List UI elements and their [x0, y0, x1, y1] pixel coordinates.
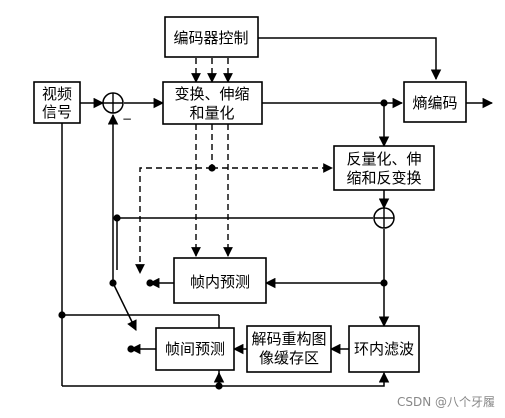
- inter-pred-label: 帧间预测: [165, 340, 225, 358]
- inverse-label-2: 缩和反变换: [346, 169, 421, 187]
- line-control-to-entropy: [258, 37, 442, 81]
- video-signal-label-1: 视频: [42, 85, 72, 103]
- entropy-label: 熵编码: [412, 94, 457, 112]
- encoder-control-box: [164, 16, 259, 58]
- inverse-label-1: 反量化、伸: [346, 150, 421, 168]
- junction-dot-intra-out: [146, 279, 154, 287]
- junction-dot-left-bus: [113, 214, 121, 222]
- adder-input: [102, 92, 124, 114]
- encoder-control-label: 编码器控制: [173, 29, 248, 47]
- junction-dot-filter-in: [380, 279, 388, 287]
- video-signal-box: [33, 81, 81, 124]
- transform-label-2: 和量化: [189, 104, 234, 122]
- adder-minus-sign: −: [122, 112, 132, 126]
- adder-reconstruct: [373, 207, 395, 229]
- transform-label-1: 变换、伸缩: [174, 85, 249, 103]
- junction-dot-bottom: [215, 382, 223, 390]
- inter-pred-box: [155, 327, 235, 371]
- decoded-buffer-box: [246, 325, 332, 373]
- video-signal-label-2: 信号: [42, 103, 72, 121]
- intra-pred-label: 帧内预测: [190, 273, 250, 291]
- junction-dot-control: [208, 164, 216, 172]
- entropy-box: [403, 81, 467, 123]
- transform-box: [162, 81, 263, 125]
- junction-dot-transform-out: [380, 99, 388, 107]
- loop-filter-label: 环内滤波: [354, 340, 414, 358]
- intra-pred-box: [173, 257, 267, 304]
- junction-dot-video-tap: [58, 311, 66, 319]
- decoded-buffer-label-1: 解码重构图: [251, 330, 326, 348]
- inverse-box: [333, 145, 435, 191]
- line-bottom-to-filter: [62, 371, 390, 387]
- watermark: CSDN @八个牙履: [397, 395, 495, 409]
- loop-filter-box: [348, 325, 420, 373]
- decoded-buffer-label-2: 像缓存区: [259, 349, 319, 367]
- junction-dot-inter-out: [127, 345, 135, 353]
- junction-dot-switch: [109, 279, 117, 287]
- dash-to-switch: [135, 167, 212, 274]
- switch-blade: [112, 282, 137, 331]
